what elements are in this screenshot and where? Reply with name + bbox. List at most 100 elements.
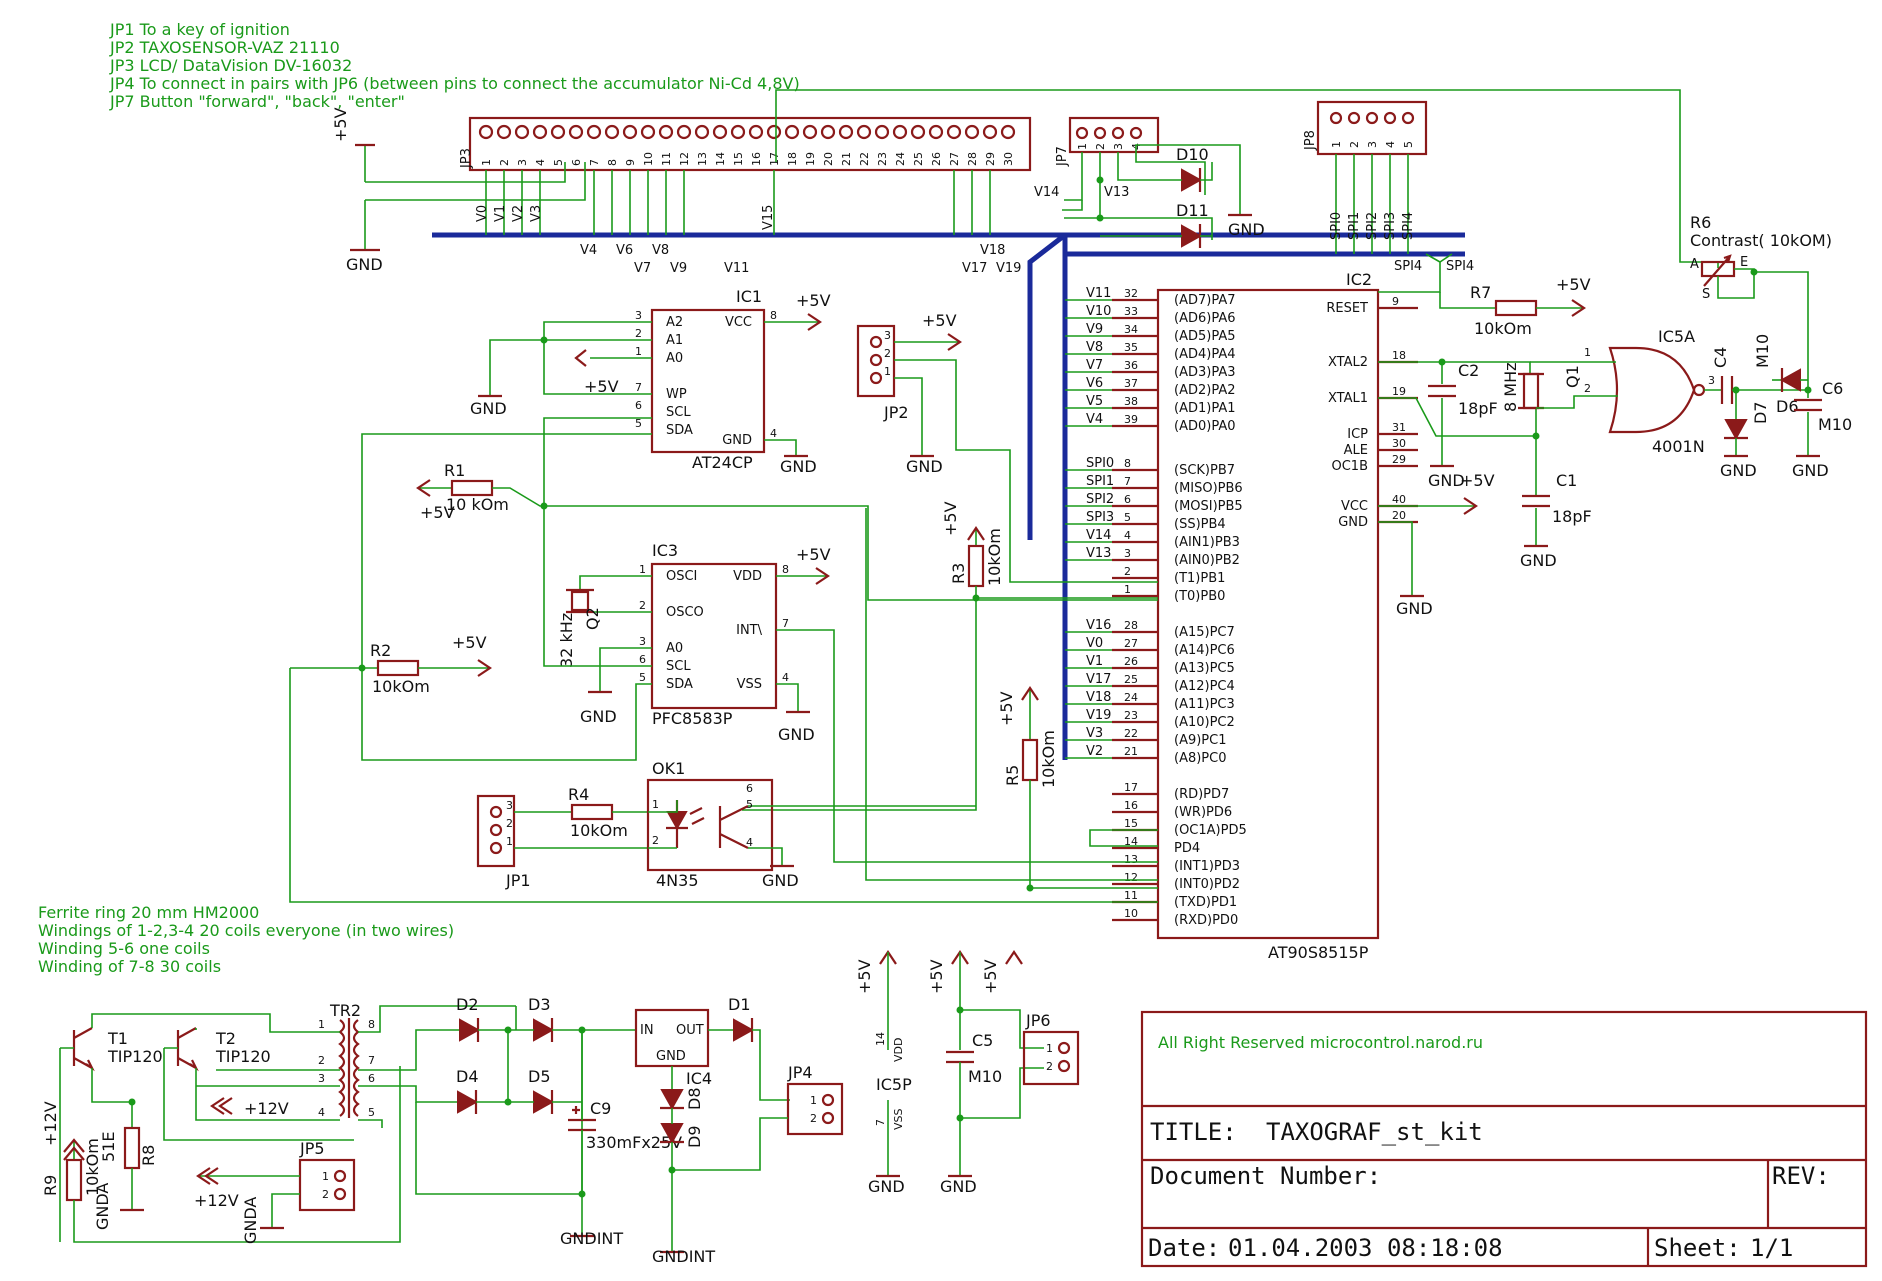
jp3-pin-24: [892, 124, 908, 140]
jp7-pin-1: [1075, 126, 1089, 140]
ic2-pin-name: (WR)PD6: [1174, 805, 1232, 820]
r1-pd4-link: [865, 508, 1158, 881]
r6-pin-a: A: [1690, 257, 1699, 272]
jp5-pin-label-2: 2: [322, 1188, 329, 1201]
ic2-pin-name: (T1)PB1: [1174, 571, 1225, 586]
r4-ref: R4: [568, 785, 589, 804]
net-v13: V13: [1086, 546, 1111, 561]
junction: [956, 1114, 964, 1122]
ic2-pin-33: 33: [1124, 305, 1138, 318]
jp3-pin-11: [658, 124, 674, 140]
ic2-pin-name: (MOSI)PB5: [1174, 499, 1243, 514]
r5-lead-b: [1029, 780, 1158, 889]
jp3-pin-label-26: 26: [930, 152, 943, 166]
jp5-pin-2: [333, 1187, 347, 1201]
tr2-pin-3: 3: [318, 1072, 325, 1085]
c2-ref: C2: [1458, 361, 1479, 380]
ic2-pin-name: (SCK)PB7: [1174, 463, 1235, 478]
ic3-pin-name: A0: [666, 641, 683, 656]
tb-title-label: TITLE:: [1150, 1118, 1237, 1146]
ic1-pin-name: SDA: [666, 423, 693, 438]
ic5a-body: [1608, 346, 1696, 434]
ic2-pin-4: 4: [1124, 529, 1131, 542]
ic2-pin-14: 14: [1124, 835, 1138, 848]
ic2-pin-name: (T0)PB0: [1174, 589, 1225, 604]
ic1-pin-6: 6: [635, 399, 642, 412]
ok1-tr-wires: [748, 805, 772, 849]
d4-label: D4: [456, 1067, 479, 1086]
ic3-pin-name: INT\: [736, 623, 762, 638]
notes-top: JP1 To a key of ignition JP2 TAXOSENSOR-…: [109, 20, 800, 111]
t2-ref: T2: [215, 1029, 236, 1048]
c9-plus: [572, 1106, 580, 1114]
ic2-pin-name: XTAL1: [1328, 391, 1368, 406]
jp3-pin-label-13: 13: [696, 152, 709, 166]
c9-gndint: GNDINT: [560, 1229, 623, 1248]
ic1-pin-name: GND: [722, 433, 752, 448]
ic2-pin-22: 22: [1124, 727, 1138, 740]
ic1-ref: IC1: [736, 287, 762, 306]
d9-label: D9: [685, 1126, 704, 1149]
ic2-gnd-wire: [1378, 521, 1413, 596]
net-v4: V4: [580, 243, 597, 258]
q1-value: 8 MHz: [1501, 363, 1520, 413]
ic4-gndint: GNDINT: [652, 1247, 715, 1266]
jp3-pin-9: [622, 124, 638, 140]
jp3-pin-label-29: 29: [984, 152, 997, 166]
ic2-pin-19: 19: [1392, 385, 1406, 398]
sda-wire: [361, 433, 652, 761]
ic5a-in2: [1536, 395, 1618, 409]
c9-value: 330mFx25V: [586, 1133, 682, 1152]
ic1-body: [650, 308, 766, 454]
r9-lead-b: [73, 1066, 401, 1243]
ic5p-vss: VSS: [892, 1108, 905, 1130]
pd5-pd4-link: [1089, 829, 1158, 847]
jp3-pin-label-7: 7: [588, 159, 601, 166]
net-v19: V19: [1086, 708, 1111, 723]
q2-body: [570, 590, 590, 612]
ic2-pin-name: XTAL2: [1328, 355, 1368, 370]
tb-docnum-label: Document Number:: [1150, 1162, 1381, 1190]
c4-ref: C4: [1711, 347, 1730, 368]
net-v3: V3: [529, 205, 544, 222]
note-jp3: JP3 LCD/ DataVision DV-16032: [109, 56, 352, 75]
r3-arrow: [967, 526, 985, 541]
net-spi4-b: SPI4: [1446, 259, 1474, 274]
r1-body: [450, 479, 494, 497]
junction: [956, 1006, 964, 1014]
r1: R1 10 kOm +5V: [416, 461, 1158, 601]
jp3-pin-label-30: 30: [1002, 152, 1015, 166]
net-v9: V9: [1086, 322, 1103, 337]
jp3-pin-2: [496, 124, 512, 140]
ok1-pin-6: 6: [746, 782, 753, 795]
jp3-pin-label-17: 17: [768, 152, 781, 166]
jp5-pin-1: [333, 1169, 347, 1183]
note-jp7: JP7 Button "forward", "back", "enter": [109, 92, 405, 111]
junction: [504, 1098, 512, 1106]
ic1-part: AT24CP: [692, 453, 753, 472]
d6-body: [1779, 368, 1801, 392]
jp3-pin-label-15: 15: [732, 152, 745, 166]
d7-label: D7: [1751, 402, 1770, 425]
d10: D10: [1172, 145, 1213, 192]
ic2-pin-name: ICP: [1347, 427, 1368, 442]
jp7-w3: [1117, 152, 1172, 181]
ic2-pin-18: 18: [1392, 349, 1406, 362]
ic1-pin-name: A2: [666, 315, 683, 330]
ic2-pin-28: 28: [1124, 619, 1138, 632]
r3-body: [967, 544, 985, 588]
jp8-pin-1: [1329, 111, 1343, 125]
net-spi1: SPI1: [1347, 212, 1362, 240]
d2-body: [459, 1018, 481, 1042]
jp3-pin-21: [838, 124, 854, 140]
ic1-wp-5v-arrow: [574, 349, 587, 367]
t1-ref: T1: [107, 1029, 128, 1048]
ic5p-pin-14: 14: [874, 1032, 887, 1046]
ic3-a0-gnd-label: GND: [580, 707, 617, 726]
ic2-pin-name: (INT0)PD2: [1174, 877, 1240, 892]
ic2-pin-name: (AIN0)PB2: [1174, 553, 1240, 568]
jp2-pin-label-3: 3: [884, 329, 891, 342]
junction: [1026, 884, 1034, 892]
d5-body: [533, 1090, 555, 1114]
ic2-pin-37: 37: [1124, 377, 1138, 390]
